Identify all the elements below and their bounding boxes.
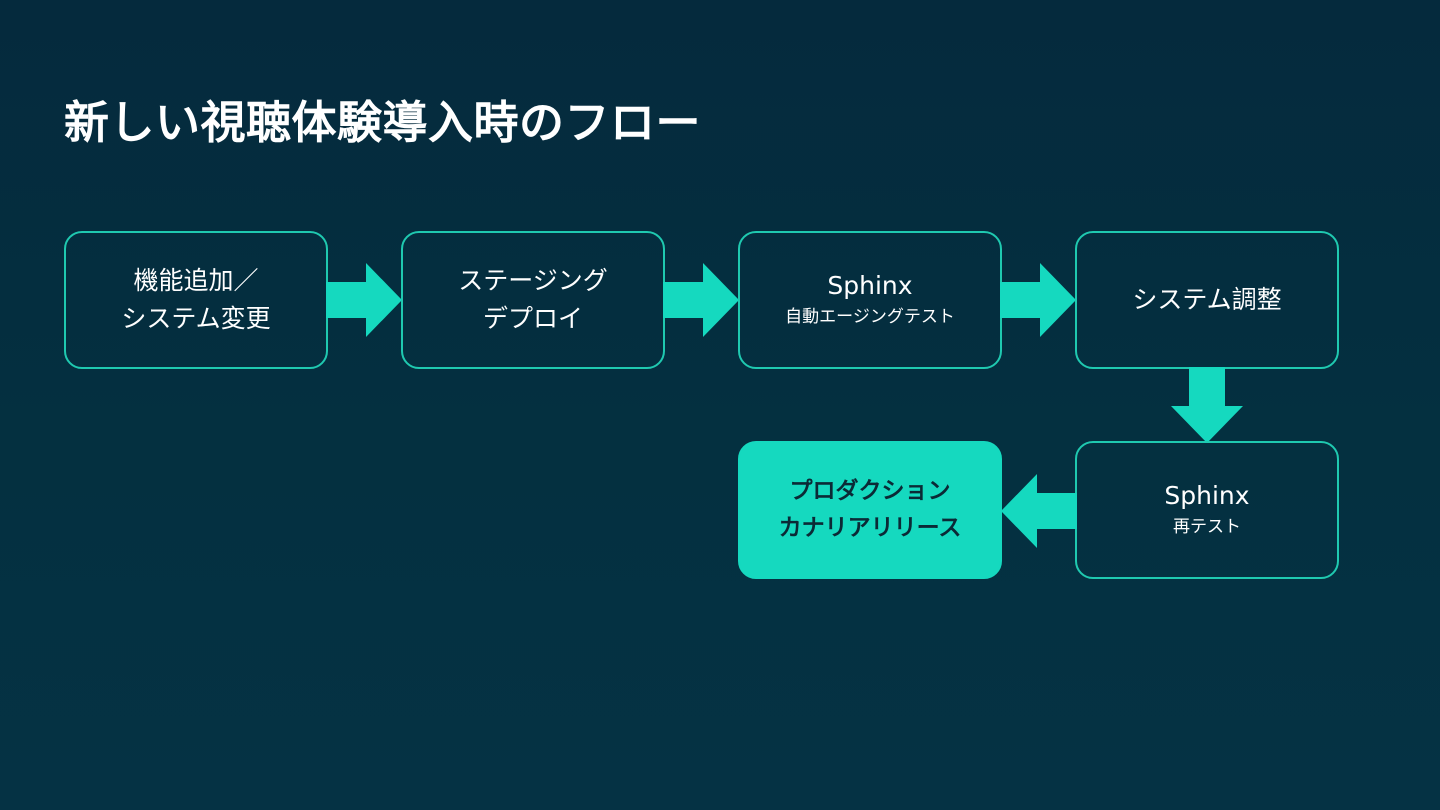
step-production-canary-release: プロダクション カナリアリリース [738,441,1002,579]
step-sphinx-retest: Sphinx 再テスト [1075,441,1339,579]
step-label-line: プロダクション [789,478,951,504]
step-label-line: システム調整 [1132,285,1282,314]
step-label-line: デプロイ [482,304,583,333]
step-label-line: システム変更 [121,304,271,333]
arrow-right-icon [326,263,402,337]
arrow-right-icon [663,263,739,337]
step-feature-change: 機能追加／ システム変更 [64,231,328,369]
step-sub-label: 再テスト [1173,517,1241,537]
step-label-line: ステージング [458,266,608,295]
step-main-label: Sphinx [827,271,913,300]
step-sub-label: 自動エージングテスト [785,307,955,327]
step-main-label: Sphinx [1164,481,1250,510]
arrow-right-icon [1000,263,1076,337]
step-label-line: 機能追加／ [133,266,259,295]
step-system-tuning: システム調整 [1075,231,1339,369]
arrow-down-icon [1171,367,1243,443]
step-sphinx-aging-test: Sphinx 自動エージングテスト [738,231,1002,369]
page-title: 新しい視聴体験導入時のフロー [64,96,702,149]
step-label-line: カナリアリリース [778,515,962,541]
step-staging-deploy: ステージング デプロイ [401,231,665,369]
arrow-left-icon [1001,474,1077,548]
